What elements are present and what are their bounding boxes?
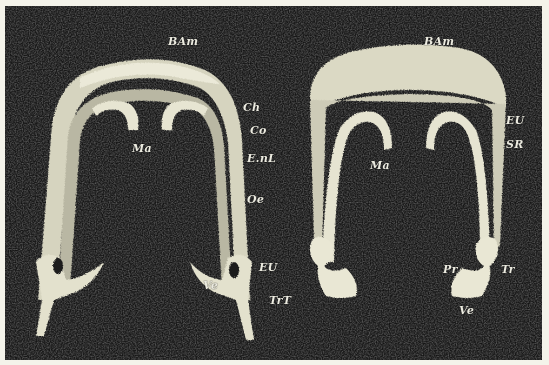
label-right-tr: Tr (501, 264, 515, 275)
label-left-trt: TrT (269, 295, 291, 306)
label-left-eu: EU (259, 262, 278, 273)
label-left-bam: BAm (168, 36, 198, 47)
label-left-ch: Ch (243, 102, 260, 113)
label-left-co: Co (250, 125, 267, 136)
label-left-oe: Oe (247, 194, 264, 205)
left-dark-nodule-right (229, 262, 239, 278)
label-right-pr: Pr (443, 264, 458, 275)
label-right-ve: Ve (459, 305, 474, 316)
label-left-enl: E.nL (247, 153, 276, 164)
label-right-sr: SR (506, 139, 524, 150)
left-dark-nodule-left (53, 258, 63, 274)
label-left-ve: Ve (203, 280, 218, 291)
label-right-eu: EU (506, 115, 525, 126)
label-right-bam: BAm (424, 36, 454, 47)
label-right-ma: Ma (370, 160, 390, 171)
label-left-ma: Ma (132, 143, 152, 154)
